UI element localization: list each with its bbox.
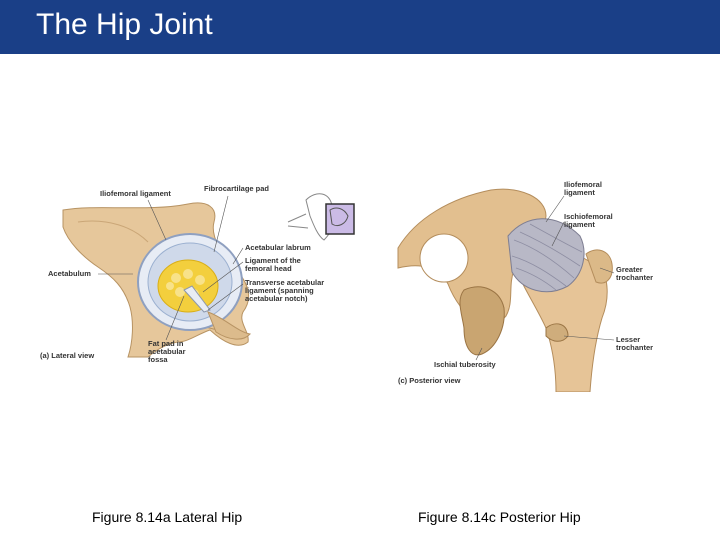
view-label-posterior: (c) Posterior view	[398, 377, 461, 385]
label-fat-pad: Fat pad in acetabular fossa	[148, 340, 186, 364]
label-iliofemoral-ligament-a: Iliofemoral ligament	[100, 190, 171, 198]
label-ischial-tuberosity: Ischial tuberosity	[434, 361, 496, 369]
slide-title: The Hip Joint	[36, 8, 213, 42]
title-bar: The Hip Joint	[0, 0, 720, 54]
orientation-inset	[288, 194, 354, 240]
label-greater-trochanter: Greater trochanter	[616, 266, 653, 282]
posterior-hip-figure: Iliofemoral ligament Ischiofemoral ligam…	[396, 178, 668, 392]
label-ischiofemoral-ligament: Ischiofemoral ligament	[564, 213, 613, 229]
caption-figure-a: Figure 8.14a Lateral Hip	[92, 509, 242, 525]
label-lesser-trochanter: Lesser trochanter	[616, 336, 653, 352]
label-ligament-femoral-head: Ligament of the femoral head	[245, 257, 301, 273]
label-fibrocartilage-pad: Fibrocartilage pad	[204, 185, 269, 193]
caption-figure-c: Figure 8.14c Posterior Hip	[418, 509, 581, 525]
label-transverse-acetabular-ligament: Transverse acetabular ligament (spanning…	[245, 279, 324, 303]
label-acetabulum: Acetabulum	[48, 270, 91, 278]
label-acetabular-labrum: Acetabular labrum	[245, 244, 311, 252]
view-label-lateral: (a) Lateral view	[40, 352, 94, 360]
label-iliofemoral-ligament-c: Iliofemoral ligament	[564, 181, 602, 197]
lateral-hip-figure: Iliofemoral ligament Fibrocartilage pad …	[38, 182, 388, 372]
